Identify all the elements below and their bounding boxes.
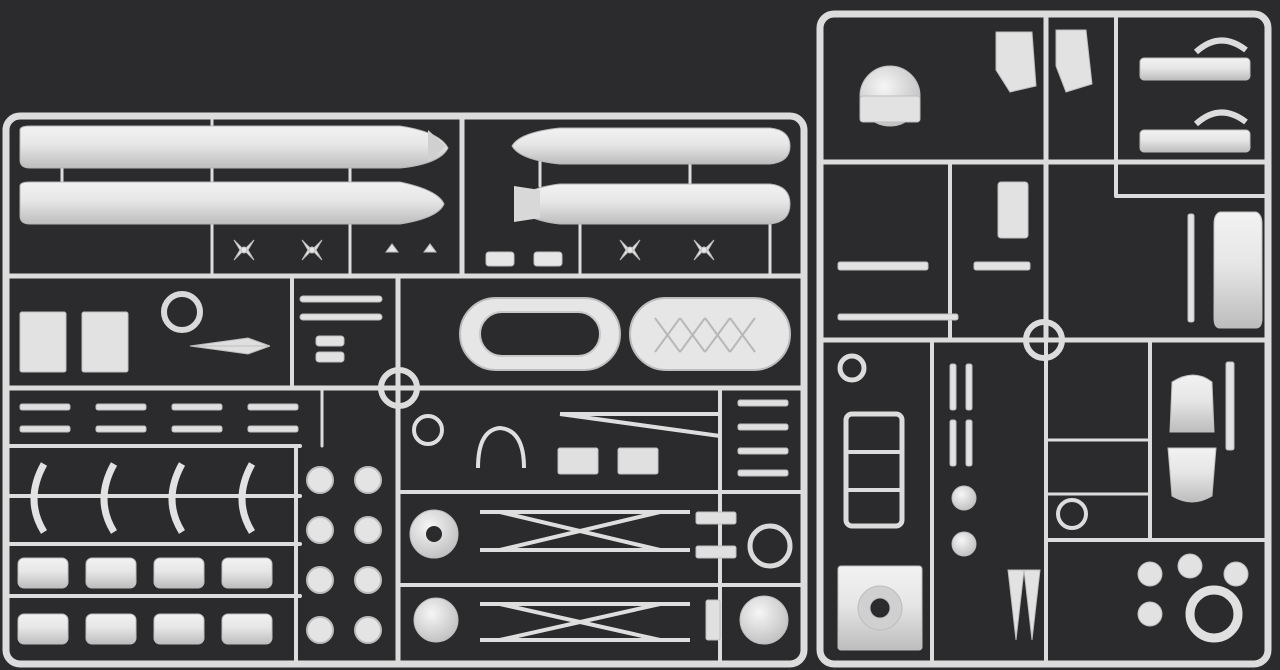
rail-parts <box>19 403 299 433</box>
curved-bracket-parts <box>30 462 256 534</box>
block-parts <box>557 399 789 641</box>
right-sprue <box>816 10 1272 668</box>
propeller-parts <box>233 239 715 267</box>
torpedo-hull-lower <box>19 181 445 225</box>
right-sprue-parts <box>837 29 1263 651</box>
torpedo-parts <box>19 125 791 225</box>
dome-parts <box>409 509 793 645</box>
life-raft-deck <box>629 297 791 371</box>
disc-parts <box>306 466 382 644</box>
life-raft-parts <box>459 297 791 371</box>
torpedo-hull-upper <box>19 125 449 169</box>
crane-arm-parts <box>412 412 721 642</box>
hatch-panels <box>19 291 383 373</box>
left-sprue <box>2 112 808 668</box>
left-sprue-hub-ring <box>378 367 420 409</box>
torpedo-hull-right-lower <box>515 183 791 225</box>
torpedo-hull-right-upper <box>511 127 791 165</box>
right-sprue-hub-ring <box>1023 319 1065 361</box>
cylinder-parts <box>17 557 273 645</box>
